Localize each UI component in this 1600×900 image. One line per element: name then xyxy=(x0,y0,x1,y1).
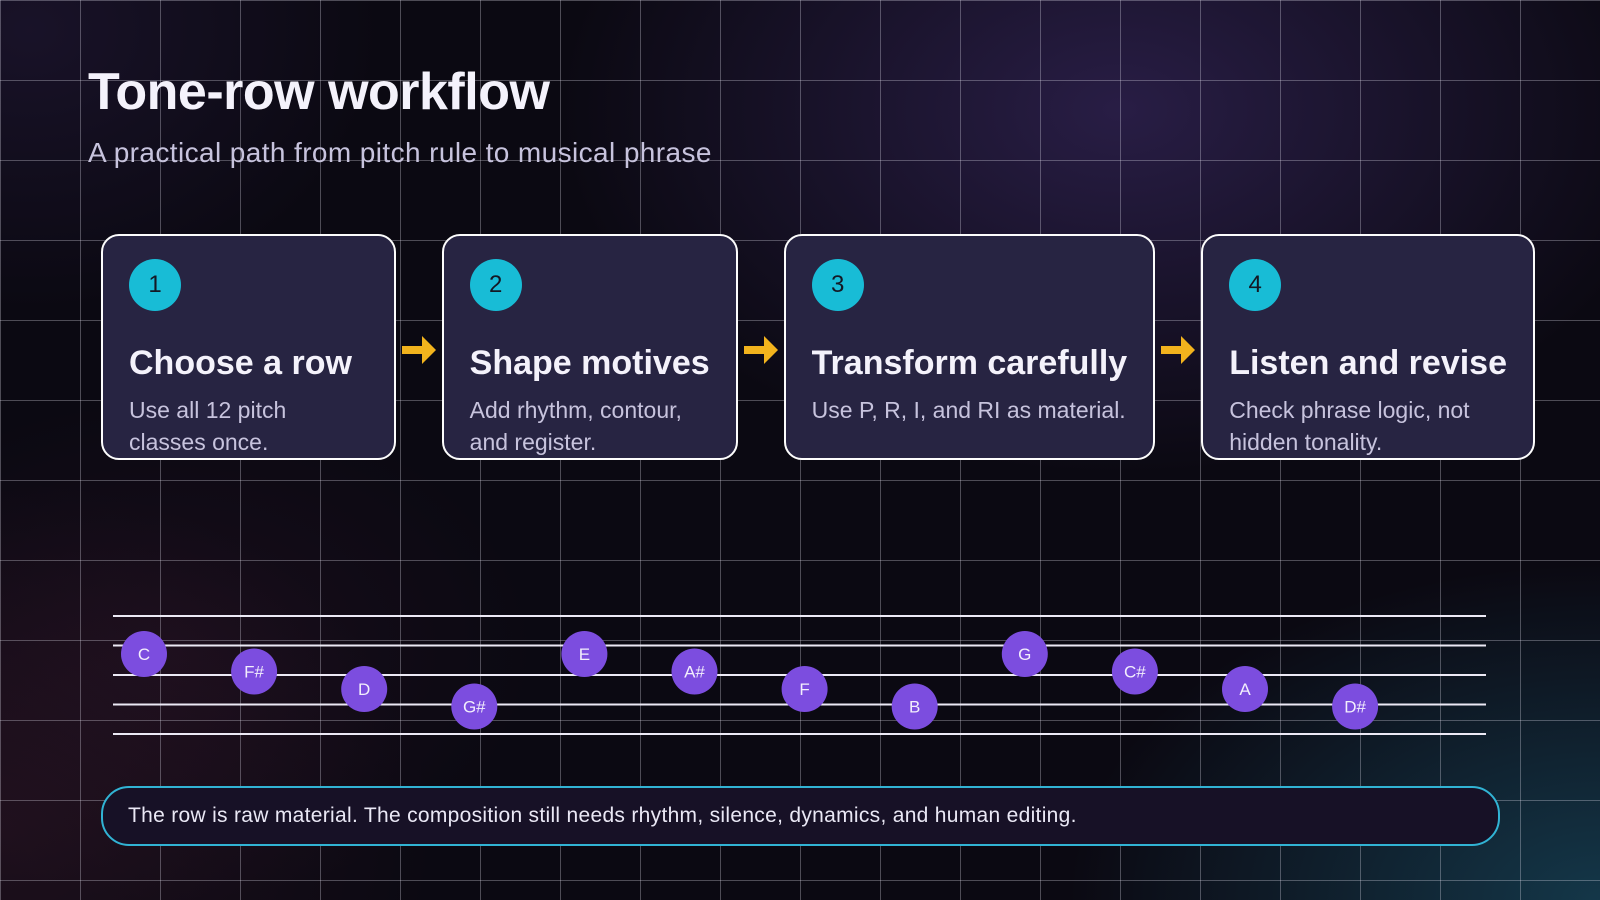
note-label: F# xyxy=(244,662,264,681)
note-D#: D# xyxy=(1332,683,1379,730)
note-label: C xyxy=(138,645,150,664)
workflow-steps-row: 1 Choose a row Use all 12 pitch classes … xyxy=(101,234,1535,460)
step-title: Transform carefully xyxy=(811,344,1128,382)
step-number: 3 xyxy=(830,271,845,298)
workflow-step-card: 4 Listen and revise Check phrase logic, … xyxy=(1201,234,1535,460)
arrow-right-icon xyxy=(401,334,436,366)
note-label: D# xyxy=(1344,697,1366,716)
step-number-badge: 1 xyxy=(129,259,181,311)
step-number: 4 xyxy=(1248,271,1262,298)
step-number-badge: 4 xyxy=(1229,259,1282,311)
note-circle xyxy=(1332,683,1379,730)
note-label: B xyxy=(909,697,920,716)
note-circle xyxy=(781,666,828,712)
note-circle xyxy=(891,683,938,730)
note-label: E xyxy=(579,645,590,664)
note-F#: F# xyxy=(231,648,278,695)
note-E: E xyxy=(561,631,608,677)
note-C#: C# xyxy=(1111,648,1158,695)
note-circle xyxy=(1001,631,1048,677)
note-label: G xyxy=(1018,645,1031,664)
step-title: Shape motives xyxy=(469,344,710,382)
step-title: Listen and revise xyxy=(1229,344,1507,382)
note-circle xyxy=(1222,666,1268,712)
step-description: Use all 12 pitch classes once. xyxy=(129,397,287,455)
step-number-badge: 2 xyxy=(469,259,522,311)
note-label: A# xyxy=(684,662,705,681)
footer-note-text: The row is raw material. The composition… xyxy=(128,804,1077,827)
arrow-right-icon xyxy=(743,334,778,366)
page-header: Tone-row workflow A practical path from … xyxy=(88,62,712,169)
note-D: D xyxy=(341,666,388,712)
note-C: C xyxy=(121,631,167,677)
page-title: Tone-row workflow xyxy=(88,63,550,121)
note-label: G# xyxy=(463,697,486,716)
note-A: A xyxy=(1222,666,1268,712)
arrow-right-icon xyxy=(1161,334,1196,366)
step-description: Use P, R, I, and RI as material. xyxy=(811,397,1126,423)
note-circle xyxy=(451,683,498,730)
note-circle xyxy=(231,648,278,695)
workflow-step-card: 2 Shape motives Add rhythm, contour, and… xyxy=(441,234,738,460)
note-label: F xyxy=(799,680,809,699)
note-circle xyxy=(671,648,718,695)
note-F: F xyxy=(781,666,828,712)
footer-note-banner: The row is raw material. The composition… xyxy=(101,786,1500,846)
step-title: Choose a row xyxy=(129,344,352,382)
note-G#: G# xyxy=(451,683,498,730)
note-B: B xyxy=(891,683,938,730)
step-description: Check phrase logic, not hidden tonality. xyxy=(1229,397,1470,455)
workflow-step-card: 1 Choose a row Use all 12 pitch classes … xyxy=(101,234,396,460)
page-subtitle: A practical path from pitch rule to musi… xyxy=(88,137,712,168)
step-number-badge: 3 xyxy=(811,259,864,311)
step-number: 1 xyxy=(148,271,162,298)
note-circle xyxy=(1111,648,1158,695)
note-G: G xyxy=(1001,631,1048,677)
note-label: A xyxy=(1239,680,1251,699)
workflow-step-card: 3 Transform carefully Use P, R, I, and R… xyxy=(783,234,1156,460)
step-number: 2 xyxy=(488,271,503,298)
note-circle xyxy=(341,666,388,712)
note-label: C# xyxy=(1124,662,1146,681)
note-A#: A# xyxy=(671,648,718,695)
note-circle xyxy=(561,631,608,677)
note-circle xyxy=(121,631,167,677)
note-label: D xyxy=(358,680,370,699)
step-description: Add rhythm, contour, and register. xyxy=(469,397,682,455)
